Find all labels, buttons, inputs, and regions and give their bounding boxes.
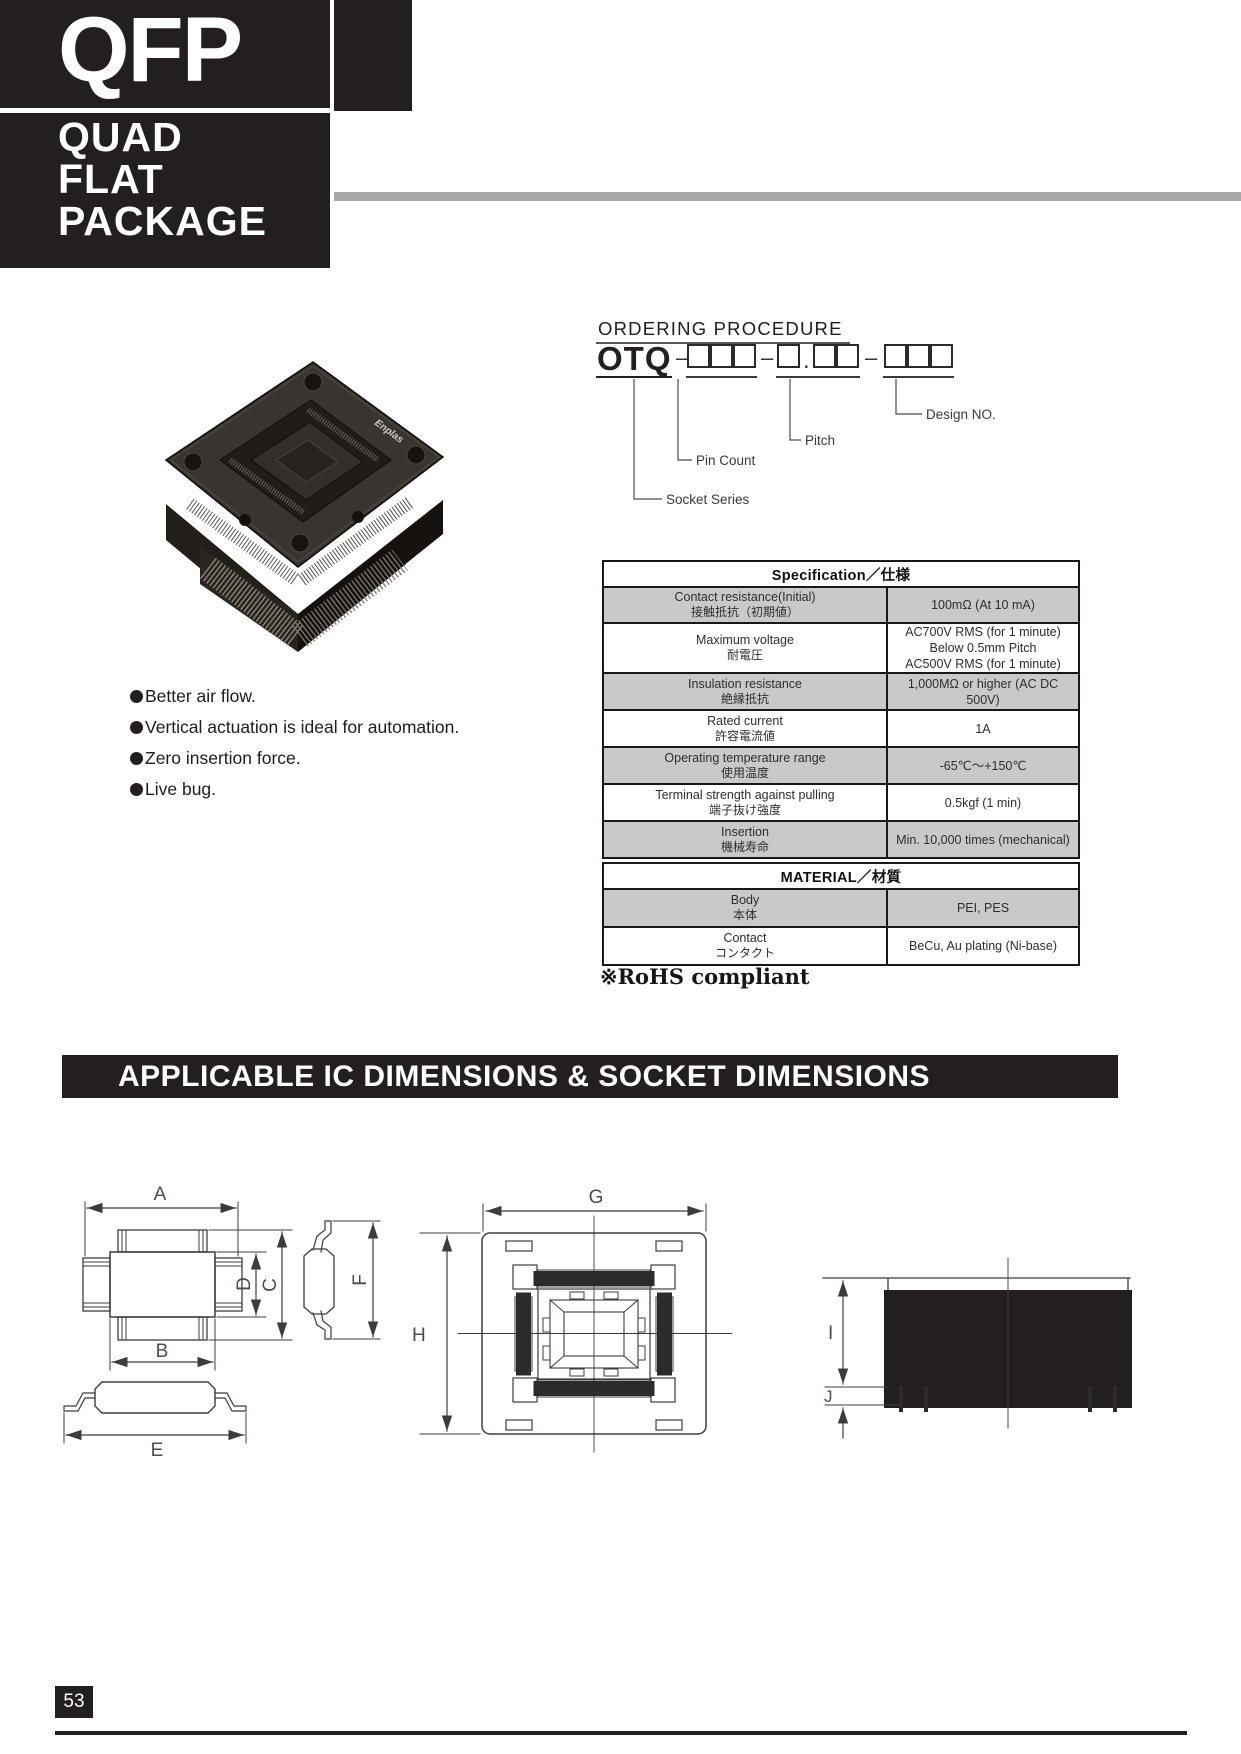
latch-slot [655, 1419, 683, 1431]
dim-label-h: H [412, 1325, 426, 1346]
header-logo-box: QFP QUAD FLAT PACKAGE [0, 0, 330, 268]
corner-hole [183, 452, 203, 472]
section-banner-text: APPLICABLE IC DIMENSIONS & SOCKET DIMENS… [118, 1060, 931, 1093]
dim-label-b: B [156, 1341, 169, 1362]
page-number: 53 [55, 1686, 93, 1718]
dim-label-c: C [260, 1278, 281, 1292]
logo-divider [0, 108, 330, 113]
pin-fringe-right [292, 549, 408, 647]
header-gray-rule [334, 192, 1241, 201]
decimal-point: . [803, 347, 810, 374]
bullet-icon [130, 690, 143, 703]
feature-text: Zero insertion force. [145, 748, 301, 768]
bullet-icon [130, 721, 143, 734]
subtitle-line: QUAD [58, 114, 183, 160]
page-title: QFP [58, 0, 243, 101]
digit-box [907, 344, 930, 368]
dim-label-d: D [234, 1277, 255, 1291]
latch-slot [655, 1240, 683, 1252]
ordering-procedure-diagram: ORDERING PROCEDURE OTQ – – . – Socket Se… [596, 318, 996, 507]
subtitle-line: PACKAGE [58, 198, 267, 244]
feature-text: Vertical actuation is ideal for automati… [145, 717, 460, 737]
socket-top-view-drawing: G H [412, 1187, 732, 1453]
feature-text: Live bug. [145, 779, 217, 799]
pin-fringe-left [200, 557, 304, 647]
section-banner: APPLICABLE IC DIMENSIONS & SOCKET DIMENS… [62, 1055, 1118, 1098]
latch-slot [505, 1240, 533, 1252]
rohs-note: ※RoHS compliant [600, 964, 810, 989]
dash: – [865, 345, 878, 370]
digit-box [836, 344, 859, 368]
label-pitch: Pitch [805, 433, 835, 448]
spec-table-title: Specification／仕様 [604, 562, 1078, 586]
bullet-icon [130, 783, 143, 796]
material-table-title: MATERIAL／材質 [604, 864, 1078, 888]
table-row: Contact resistance(Initial)接触抵抗（初期値） 100… [604, 586, 1078, 622]
header-tab-block [334, 0, 412, 111]
feature-list: Better air flow. Vertical actuation is i… [130, 686, 550, 810]
dash: – [761, 345, 774, 370]
digit-box [813, 344, 836, 368]
label-pin-count: Pin Count [696, 453, 756, 468]
digit-box [884, 344, 907, 368]
socket-side-view-drawing: I J [822, 1257, 1132, 1439]
dim-label-j: J [824, 1387, 833, 1406]
label-socket-series: Socket Series [666, 492, 750, 507]
feature-item: Vertical actuation is ideal for automati… [130, 717, 550, 738]
digit-box [777, 344, 800, 368]
digit-box [710, 344, 733, 368]
feature-item: Live bug. [130, 779, 550, 800]
dim-label-a: A [154, 1184, 167, 1205]
series-code: OTQ [597, 340, 672, 377]
feature-item: Zero insertion force. [130, 748, 550, 769]
corner-hole [303, 372, 323, 392]
subtitle-line: FLAT [58, 156, 164, 202]
specification-table: Specification／仕様 Contact resistance(Init… [602, 560, 1080, 859]
dim-label-i: I [828, 1323, 833, 1344]
ordering-title: ORDERING PROCEDURE [598, 318, 843, 339]
latch-slot [505, 1419, 533, 1431]
corner-hole [406, 445, 426, 465]
corner-hole [290, 533, 310, 553]
bullet-icon [130, 752, 143, 765]
dim-label-g: G [589, 1187, 604, 1208]
ic-dimensions-drawing: A D C B [63, 1184, 381, 1461]
dim-label-f: F [350, 1274, 371, 1286]
digit-box [733, 344, 756, 368]
dash: – [676, 345, 689, 370]
feature-text: Better air flow. [145, 686, 256, 706]
digit-box [687, 344, 710, 368]
product-photo-socket: Enplas [164, 361, 445, 652]
dim-label-e: E [151, 1440, 164, 1461]
bottom-rule [55, 1731, 1187, 1735]
feature-item: Better air flow. [130, 686, 550, 707]
label-design-no: Design NO. [926, 407, 996, 422]
digit-box [930, 344, 953, 368]
